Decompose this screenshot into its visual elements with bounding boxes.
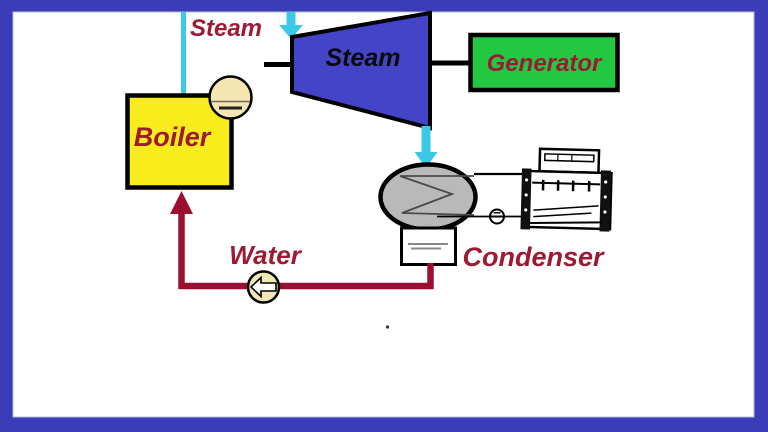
gauge-face bbox=[208, 75, 253, 120]
stray-dot bbox=[385, 325, 390, 329]
tower-bolt bbox=[524, 178, 529, 182]
tower-column-left bbox=[520, 168, 532, 230]
tower-basin-bottom bbox=[530, 221, 602, 225]
turbine-label: Steam bbox=[325, 44, 400, 72]
steam-flow-label: Steam bbox=[190, 15, 262, 42]
boiler-label: Boiler bbox=[134, 122, 212, 152]
condenser: Condenser bbox=[378, 162, 605, 272]
tower-bolt bbox=[604, 180, 608, 184]
tower-basin-line-2 bbox=[533, 212, 592, 218]
tower-fan-slat bbox=[543, 153, 595, 163]
condenser-label: Condenser bbox=[462, 242, 605, 272]
exhaust-arrow-head bbox=[414, 152, 438, 168]
water-arrow-head bbox=[170, 191, 193, 214]
tower-bolt bbox=[603, 210, 607, 214]
hotwell-box bbox=[400, 226, 457, 266]
cooling-tower-icon bbox=[520, 147, 613, 232]
generator-box bbox=[468, 32, 620, 93]
pump-left-arrow-icon bbox=[246, 270, 281, 304]
generator-label: Generator bbox=[487, 50, 603, 77]
pump-flow-arrow bbox=[249, 275, 277, 299]
generator: Generator bbox=[468, 32, 620, 93]
steam-arrow-shaft bbox=[286, 12, 296, 26]
steam-arrow-into-turbine bbox=[279, 12, 303, 39]
steam-arrow-head bbox=[279, 25, 303, 39]
water-pipe-path bbox=[178, 212, 434, 290]
tower-basin-line bbox=[533, 205, 599, 211]
condenser-shell bbox=[378, 162, 478, 232]
tower-bolt bbox=[524, 193, 528, 197]
condenser-tube-zigzag bbox=[399, 175, 475, 216]
feedwater-pipe bbox=[170, 191, 434, 290]
water-flow-label: Water bbox=[229, 240, 303, 270]
tower-column-right bbox=[599, 170, 612, 232]
tower-bolt bbox=[603, 195, 607, 199]
inline-pump-icon bbox=[489, 208, 505, 225]
tower-bolt bbox=[524, 208, 528, 212]
steam-turbine: Steam bbox=[290, 10, 432, 131]
pressure-gauge-icon bbox=[208, 75, 253, 120]
exhaust-arrow-shaft bbox=[421, 126, 431, 153]
steam-arrow-into-condenser bbox=[414, 126, 438, 168]
tower-body bbox=[520, 169, 613, 231]
